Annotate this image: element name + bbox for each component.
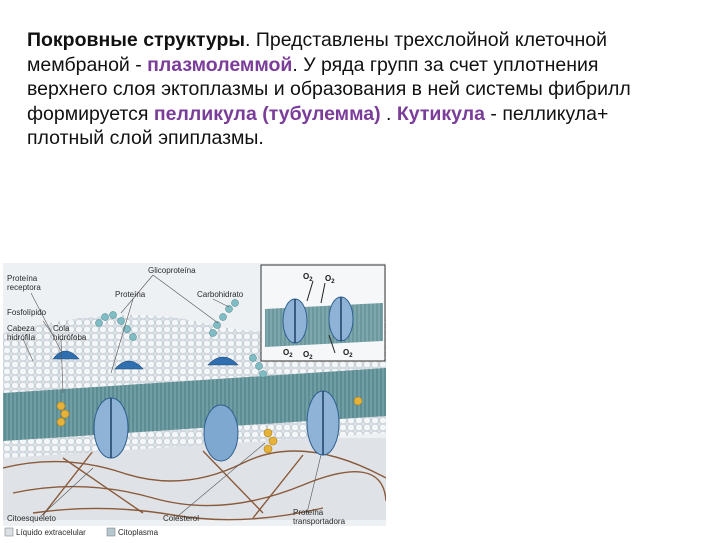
o2-label-1: O2 bbox=[303, 272, 313, 283]
paragraph: Покровные структуры. Представлены трехсл… bbox=[27, 28, 667, 151]
label-leaders bbox=[22, 274, 322, 517]
label-cola-2: hidrófoba bbox=[53, 333, 87, 342]
o2-label-2: O2 bbox=[325, 274, 335, 285]
label-colesterol: Colesterol bbox=[163, 514, 199, 523]
legend-extracellular-swatch bbox=[4, 527, 14, 537]
integral-proteins bbox=[93, 390, 340, 462]
paragraph-text-2: . У ряда групп за счет уплотнения верхне… bbox=[27, 53, 631, 125]
o2-label-4: O2 bbox=[303, 350, 313, 361]
legend-cytoplasm-label: Citoplasma bbox=[118, 528, 159, 537]
term-integument: Покровные структуры bbox=[27, 29, 246, 51]
label-glicoproteina: Glicoproteína bbox=[148, 266, 196, 275]
label-proteina-receptora-2: receptora bbox=[7, 283, 41, 292]
term-pellicle: пелликула (тубулемма) bbox=[153, 102, 381, 125]
label-proteina-receptora-1: Proteína bbox=[7, 274, 38, 283]
paragraph-text-4: - пелликула+ плотный слой эпиплазмы. bbox=[27, 102, 609, 150]
legend-cytoplasm-swatch bbox=[106, 527, 116, 537]
legend-extracellular-label: Líquido extracelular bbox=[16, 528, 86, 537]
term-plasmalemma: плазмолеммой bbox=[147, 53, 293, 76]
label-fosfolipido: Fosfolípido bbox=[7, 308, 47, 317]
cytoskeleton-fibers bbox=[2, 450, 387, 521]
label-proteina: Proteína bbox=[115, 290, 146, 299]
o2-label-5: O2 bbox=[343, 348, 353, 359]
label-proteina-transportadora-2: transportadora bbox=[293, 517, 346, 526]
peripheral-proteins bbox=[52, 350, 239, 370]
cholesterol-molecules bbox=[56, 396, 363, 454]
label-cabeza-1: Cabeza bbox=[7, 324, 35, 333]
label-carbohidrato: Carbohidrato bbox=[197, 290, 244, 299]
legend-strip bbox=[3, 526, 386, 538]
membrane-illustration: O2 O2 O2 O2 O2 Proteína receptora Glicop… bbox=[2, 263, 387, 538]
membrane-figure: O2 O2 O2 O2 O2 Proteína receptora Glicop… bbox=[2, 263, 387, 538]
glycoprotein-chains bbox=[95, 299, 267, 378]
inset-arrows bbox=[306, 280, 336, 354]
label-cabeza-2: hidrófila bbox=[7, 333, 36, 342]
term-cuticle: Кутикула bbox=[396, 102, 485, 125]
label-proteina-transportadora-1: Proteína bbox=[293, 508, 324, 517]
o2-label-3: O2 bbox=[283, 348, 293, 359]
label-citoesqueleto: Citoesqueleto bbox=[7, 514, 56, 523]
paragraph-text-1: . Представлены трехслойной клеточной мем… bbox=[27, 29, 608, 76]
paragraph-text-3: . bbox=[380, 102, 397, 125]
label-cola-1: Cola bbox=[53, 324, 70, 333]
